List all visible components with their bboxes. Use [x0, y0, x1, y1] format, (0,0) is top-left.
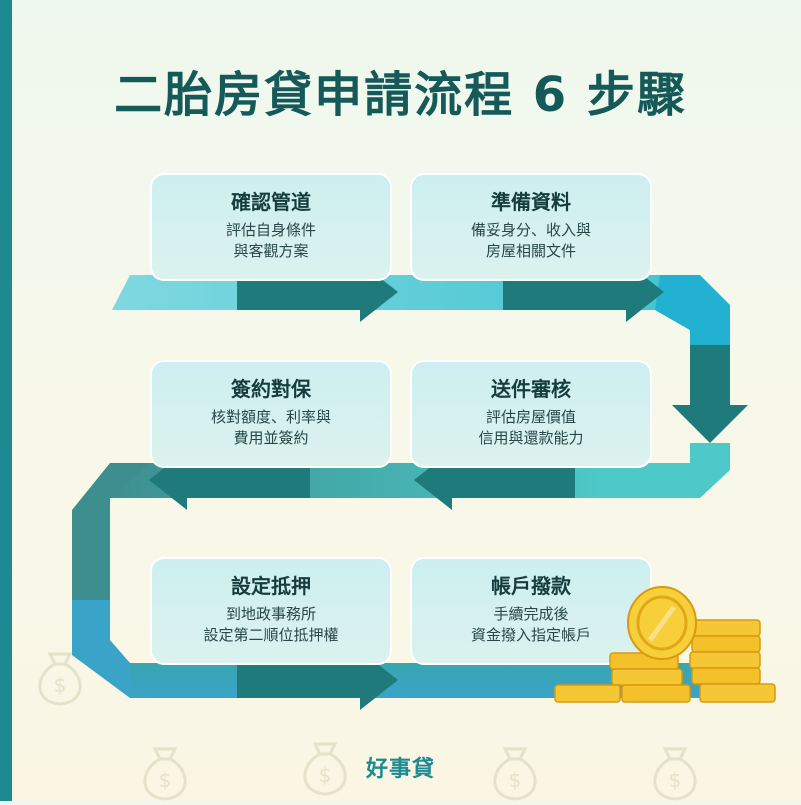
step-card-2: 準備資料 備妥身分、收入與 房屋相關文件	[410, 173, 652, 281]
money-bag-icon: $	[653, 747, 697, 801]
step-title: 確認管道	[231, 190, 311, 214]
left-accent-bar	[0, 0, 12, 801]
step-description: 到地政事務所 設定第二順位抵押權	[203, 605, 339, 644]
step-title: 送件審核	[491, 377, 571, 401]
step-card-6: 帳戶撥款 手續完成後 資金撥入指定帳戶	[410, 557, 652, 665]
arrow-down-icon	[672, 405, 748, 443]
brand-footer: 好事貸	[365, 757, 435, 782]
step-card-3: 送件審核 評估房屋價值 信用與還款能力	[410, 360, 652, 468]
step-card-5: 設定抵押 到地政事務所 設定第二順位抵押權	[150, 557, 392, 665]
money-bag-icon: $	[38, 652, 82, 706]
money-bag-icon: $	[493, 747, 537, 801]
step-description: 評估房屋價值 信用與還款能力	[478, 408, 584, 447]
ribbon-left-vertical	[72, 463, 150, 560]
ribbon-right-vertical	[690, 345, 730, 405]
step-description: 備妥身分、收入與 房屋相關文件	[470, 221, 591, 260]
svg-text:$: $	[159, 768, 172, 792]
svg-text:$: $	[54, 673, 67, 697]
step-card-1: 確認管道 評估自身條件 與客觀方案	[150, 173, 392, 281]
step-title: 簽約對保	[231, 377, 311, 401]
step-description: 核對額度、利率與 費用並簽約	[210, 408, 331, 447]
step-title: 設定抵押	[231, 574, 311, 598]
arrow-right-icon	[237, 650, 398, 710]
step-card-4: 簽約對保 核對額度、利率與 費用並簽約	[150, 360, 392, 468]
svg-text:$: $	[509, 768, 522, 792]
coin-stack-icon	[554, 586, 776, 703]
step-description: 手續完成後 資金撥入指定帳戶	[470, 605, 591, 644]
step-title: 帳戶撥款	[491, 574, 571, 598]
page-title: 二胎房貸申請流程 6 步驟	[114, 67, 687, 123]
money-bag-icon: $	[143, 747, 187, 801]
svg-text:$: $	[319, 763, 332, 787]
step-description: 評估自身條件 與客觀方案	[225, 221, 316, 260]
money-bag-icon: $	[303, 742, 347, 796]
step-title: 準備資料	[491, 190, 571, 214]
svg-text:$: $	[669, 768, 682, 792]
